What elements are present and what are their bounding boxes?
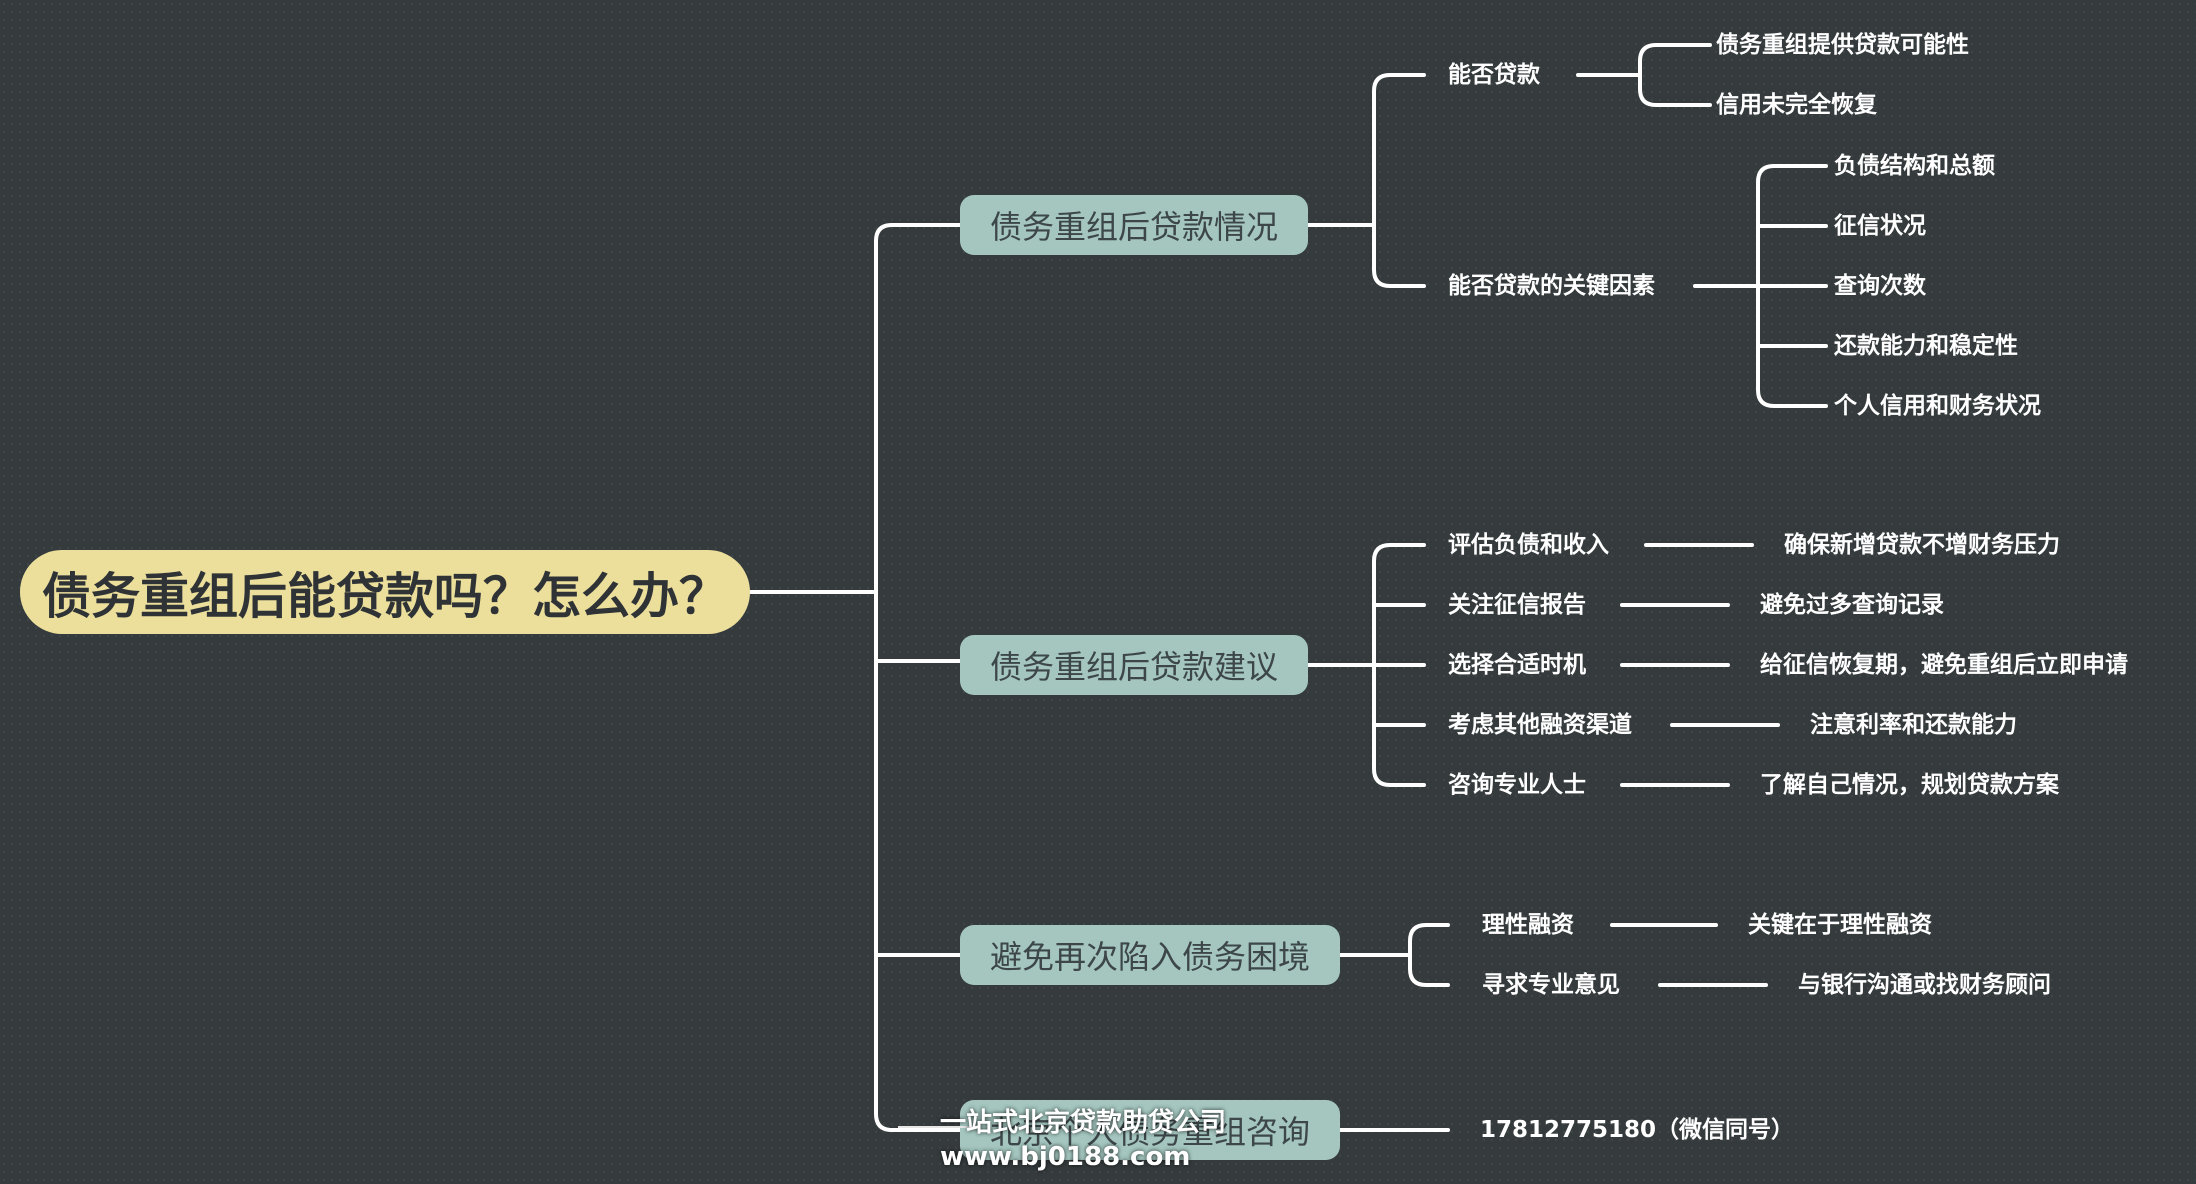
subtopic-item[interactable]: 还款能力和稳定性	[1834, 333, 2018, 359]
subtopic-item[interactable]: 负债结构和总额	[1834, 153, 1995, 179]
subtopic-item[interactable]: 信用未完全恢复	[1716, 92, 1877, 118]
branch-label: 避免再次陷入债务困境	[989, 938, 1310, 976]
topic-can-loan[interactable]: 能否贷款	[1448, 62, 1540, 88]
subtopic-item[interactable]: 注意利率和还款能力	[1810, 712, 2017, 738]
contact-phone[interactable]: 17812775180（微信同号）	[1480, 1117, 1795, 1143]
topic-item[interactable]: 咨询专业人士	[1448, 772, 1586, 798]
branch-label: 债务重组后贷款情况	[989, 208, 1278, 246]
subtopic-item[interactable]: 给征信恢复期，避免重组后立即申请	[1760, 652, 2128, 678]
topic-item[interactable]: 选择合适时机	[1448, 652, 1586, 678]
topic-item[interactable]: 关注征信报告	[1448, 592, 1586, 618]
subtopic-item[interactable]: 关键在于理性融资	[1748, 912, 1932, 938]
topic-key-factors[interactable]: 能否贷款的关键因素	[1448, 273, 1655, 299]
watermark-line1: 一站式北京贷款助贷公司	[940, 1108, 1227, 1138]
topic-item[interactable]: 评估负债和收入	[1448, 532, 1609, 558]
subtopic-item[interactable]: 了解自己情况，规划贷款方案	[1760, 772, 2059, 798]
subtopic-item[interactable]: 查询次数	[1834, 273, 1926, 299]
root-node[interactable]: 债务重组后能贷款吗？怎么办？	[20, 550, 750, 634]
branch-loan-advice[interactable]: 债务重组后贷款建议	[960, 635, 1308, 695]
watermark: 一站式北京贷款助贷公司 www.bj0188.com	[940, 1106, 1226, 1174]
subtopic-item[interactable]: 征信状况	[1834, 213, 1926, 239]
watermark-dash	[898, 1126, 973, 1128]
subtopic-item[interactable]: 与银行沟通或找财务顾问	[1798, 972, 2051, 998]
branch-label: 北京个人债务重组咨询	[989, 1113, 1310, 1151]
subtopic-item[interactable]: 确保新增贷款不增财务压力	[1784, 532, 2060, 558]
subtopic-item[interactable]: 个人信用和财务状况	[1834, 393, 2041, 419]
branch-consultation[interactable]: 北京个人债务重组咨询	[960, 1100, 1340, 1160]
topic-item[interactable]: 寻求专业意见	[1482, 972, 1620, 998]
topic-item[interactable]: 理性融资	[1482, 912, 1574, 938]
subtopic-item[interactable]: 避免过多查询记录	[1760, 592, 1944, 618]
watermark-line2: www.bj0188.com	[940, 1142, 1191, 1172]
branch-avoid-debt[interactable]: 避免再次陷入债务困境	[960, 925, 1340, 985]
topic-item[interactable]: 考虑其他融资渠道	[1448, 712, 1632, 738]
subtopic-item[interactable]: 债务重组提供贷款可能性	[1716, 32, 1969, 58]
branch-loan-situation[interactable]: 债务重组后贷款情况	[960, 195, 1308, 255]
branch-label: 债务重组后贷款建议	[989, 648, 1278, 686]
root-title: 债务重组后能贷款吗？怎么办？	[41, 567, 728, 625]
